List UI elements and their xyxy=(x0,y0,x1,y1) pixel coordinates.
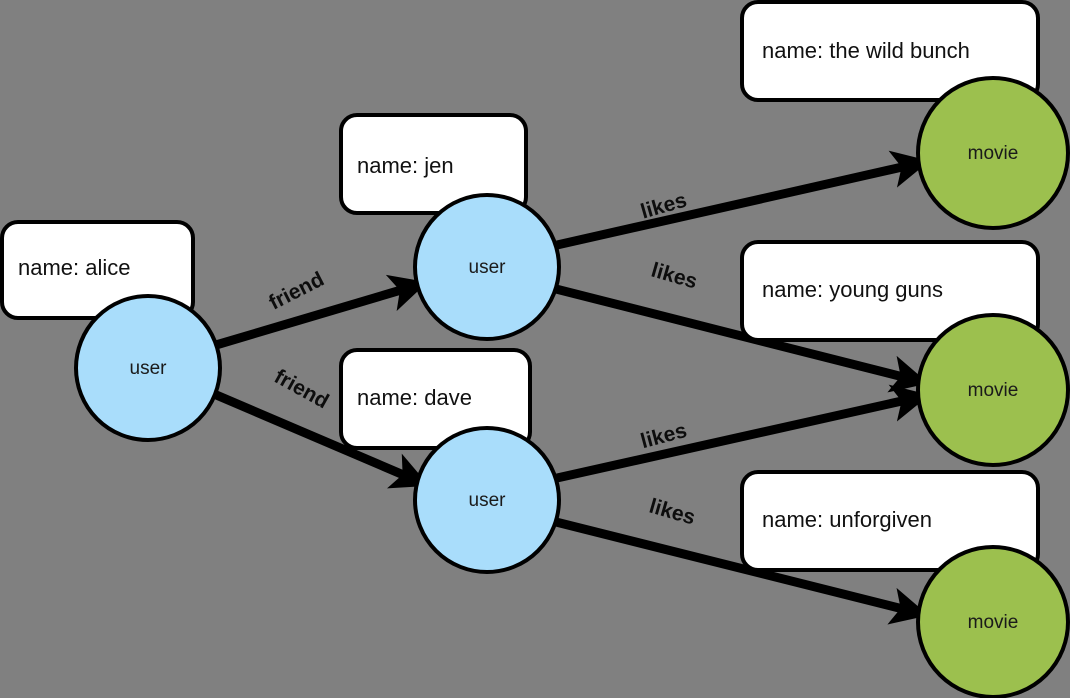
node-circle-user xyxy=(413,426,561,574)
node-jen[interactable]: user xyxy=(413,193,561,341)
node-circle-user xyxy=(74,294,222,442)
node-alice[interactable]: user xyxy=(74,294,222,442)
nodes-layer: user user user movie movie movie xyxy=(74,76,1070,698)
node-type-label: movie xyxy=(968,380,1019,401)
edge-line xyxy=(554,284,929,393)
node-type-label: movie xyxy=(968,612,1019,633)
property-box-rect xyxy=(740,0,1040,102)
node-young-guns[interactable]: movie xyxy=(916,313,1070,467)
property-box-label: name: the wild bunch xyxy=(762,38,970,63)
property-box-label: name: dave xyxy=(357,385,472,410)
node-type-label: user xyxy=(130,358,168,379)
node-type-label: user xyxy=(469,257,507,278)
edge-line xyxy=(556,384,930,483)
node-circle-movie xyxy=(916,313,1070,467)
node-type-label: movie xyxy=(968,143,1019,164)
edge-label-friend: friend xyxy=(265,268,327,315)
edge-label-likes: likes xyxy=(647,495,698,530)
edge-jen-likes-the-wild-bunch[interactable] xyxy=(556,150,930,250)
property-box-label: name: jen xyxy=(357,153,454,178)
node-circle-movie xyxy=(916,545,1070,698)
property-box-label: name: alice xyxy=(18,255,131,280)
node-unforgiven[interactable]: movie xyxy=(916,545,1070,698)
edges-layer xyxy=(212,150,930,625)
edge-dave-likes-young-guns[interactable] xyxy=(556,384,930,483)
property-box-rect xyxy=(740,240,1040,342)
node-circle-movie xyxy=(916,76,1070,230)
property-box-alice: name: alice xyxy=(0,220,195,320)
node-the-wild-bunch[interactable]: movie xyxy=(916,76,1070,230)
node-type-label: user xyxy=(469,490,507,511)
edge-line xyxy=(214,274,428,350)
property-box-unforgiven: name: unforgiven xyxy=(740,470,1040,572)
property-box-the-wild-bunch: name: the wild bunch xyxy=(740,0,1040,102)
edge-alice-friend-dave[interactable] xyxy=(212,389,430,489)
node-circle-user xyxy=(413,193,561,341)
node-dave[interactable]: user xyxy=(413,426,561,574)
property-boxes-layer: name: alice name: jen name: dave name: t… xyxy=(0,0,1040,572)
property-box-dave: name: dave xyxy=(339,348,532,450)
property-box-rect xyxy=(339,113,528,215)
edge-jen-likes-young-guns[interactable] xyxy=(554,284,929,393)
property-box-label: name: young guns xyxy=(762,277,943,302)
edge-dave-likes-unforgiven[interactable] xyxy=(554,517,929,625)
property-box-young-guns: name: young guns xyxy=(740,240,1040,342)
edge-label-likes: likes xyxy=(649,259,700,294)
edge-alice-friend-jen[interactable] xyxy=(214,274,428,350)
edge-line xyxy=(556,150,930,250)
edge-label-friend: friend xyxy=(270,365,332,413)
edge-line xyxy=(212,389,430,489)
property-box-jen: name: jen xyxy=(339,113,528,215)
property-box-rect xyxy=(740,470,1040,572)
property-box-label: name: unforgiven xyxy=(762,507,932,532)
edge-line xyxy=(554,517,929,625)
